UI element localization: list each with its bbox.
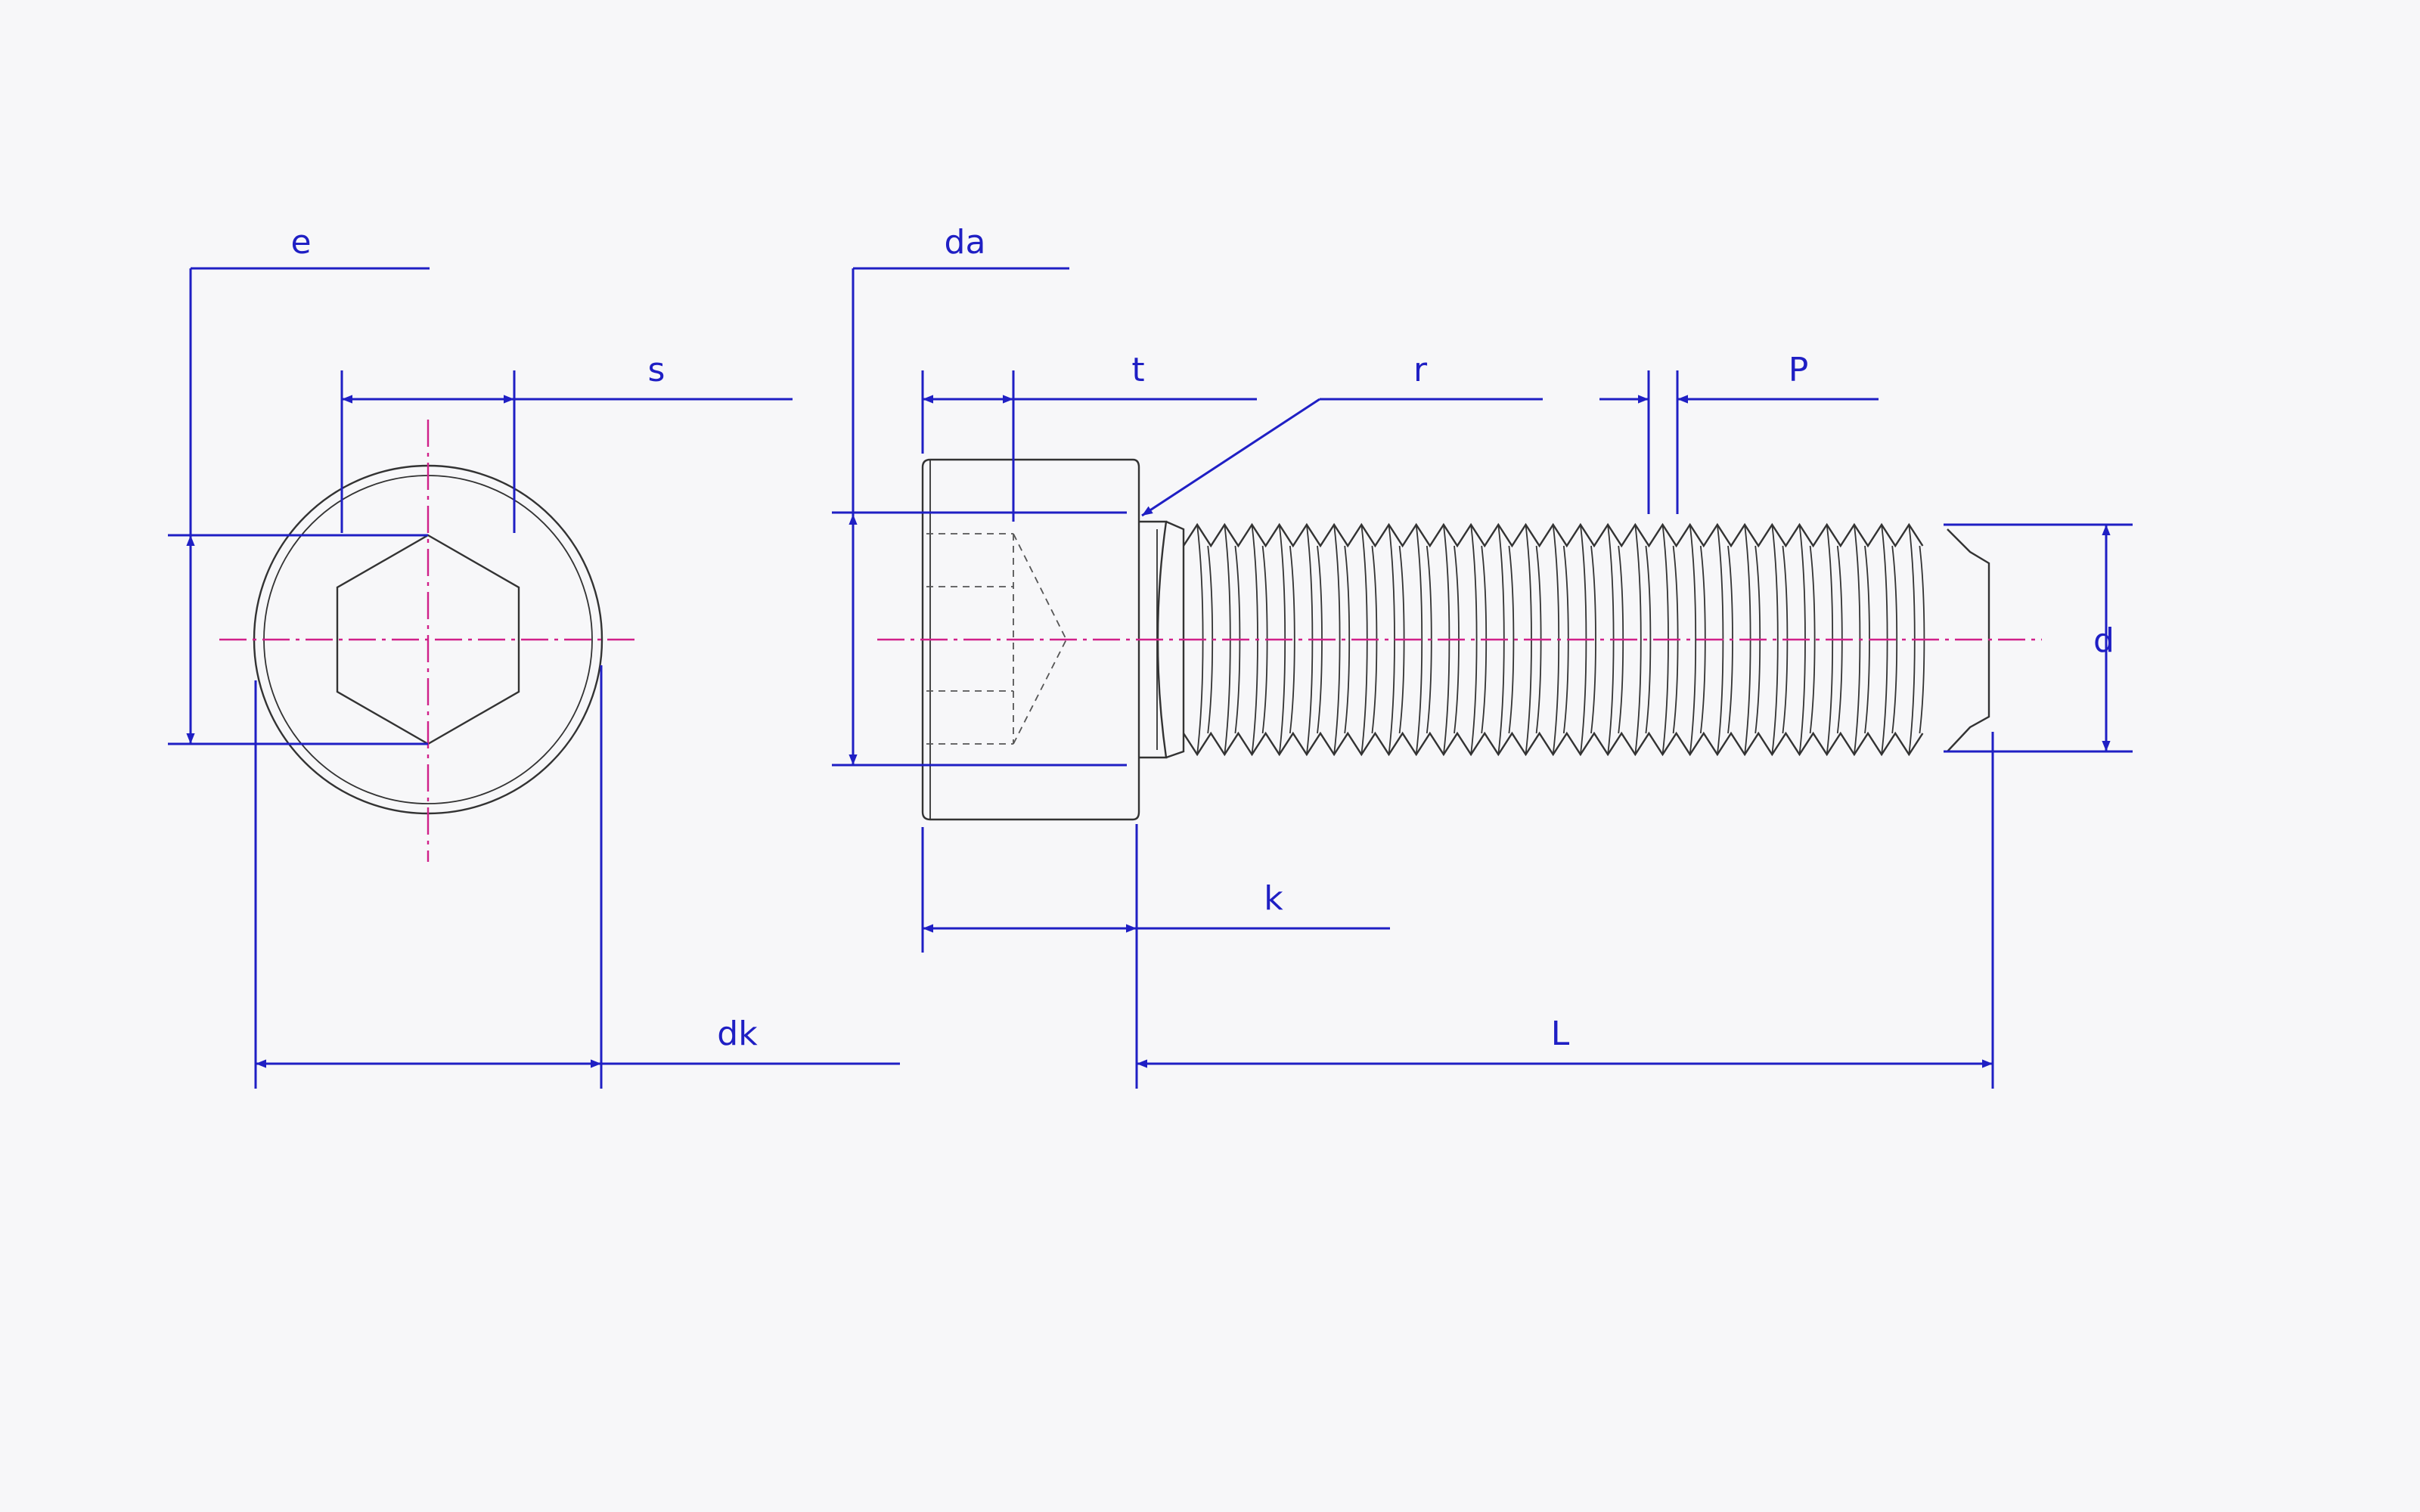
thread-root-line	[1891, 545, 1898, 734]
end-view	[219, 420, 639, 862]
thread-crest-line	[1689, 524, 1697, 755]
thread-crest-line	[1388, 524, 1395, 755]
thread-crest-line	[1415, 524, 1423, 755]
head-outline	[921, 458, 1140, 821]
thread-crest-line	[1470, 524, 1478, 755]
label-k: k	[1264, 879, 1283, 918]
dimension-e: e	[168, 223, 430, 745]
thread-root-line	[1344, 545, 1351, 734]
label-d: d	[2093, 621, 2114, 660]
label-pitch: P	[1789, 351, 1809, 389]
label-dk: dk	[717, 1015, 758, 1053]
dimension-L: L	[1137, 732, 1994, 1089]
thread-root-line	[1207, 545, 1214, 734]
thread	[1182, 522, 1925, 757]
dimension-da: da	[832, 223, 1127, 767]
thread-root-line	[1590, 545, 1596, 734]
label-t: t	[1131, 351, 1144, 389]
label-s: s	[648, 351, 666, 389]
thread-root-line	[1809, 545, 1816, 734]
label-r: r	[1413, 351, 1428, 389]
dimension-r: r	[1141, 351, 1543, 517]
dimension-pitch: P	[1599, 351, 1879, 514]
thread-crest-line	[1333, 524, 1341, 755]
thread-crest-line	[1634, 524, 1642, 755]
side-view	[877, 458, 2042, 821]
dimension-d: d	[1944, 523, 2133, 753]
dimension-dk: dk	[254, 665, 900, 1089]
dimension-s: s	[340, 351, 793, 533]
thread-root-line	[1289, 545, 1295, 734]
label-e: e	[290, 223, 311, 262]
thread-root-line	[1645, 545, 1652, 734]
label-L: L	[1551, 1015, 1570, 1053]
thread-crest-line	[1771, 524, 1779, 755]
dimension-k: k	[921, 824, 1390, 1089]
label-da: da	[945, 223, 986, 262]
thread-root-line	[1508, 545, 1515, 734]
socket-hidden-lines	[926, 533, 1067, 745]
dimension-t: t	[921, 351, 1257, 522]
